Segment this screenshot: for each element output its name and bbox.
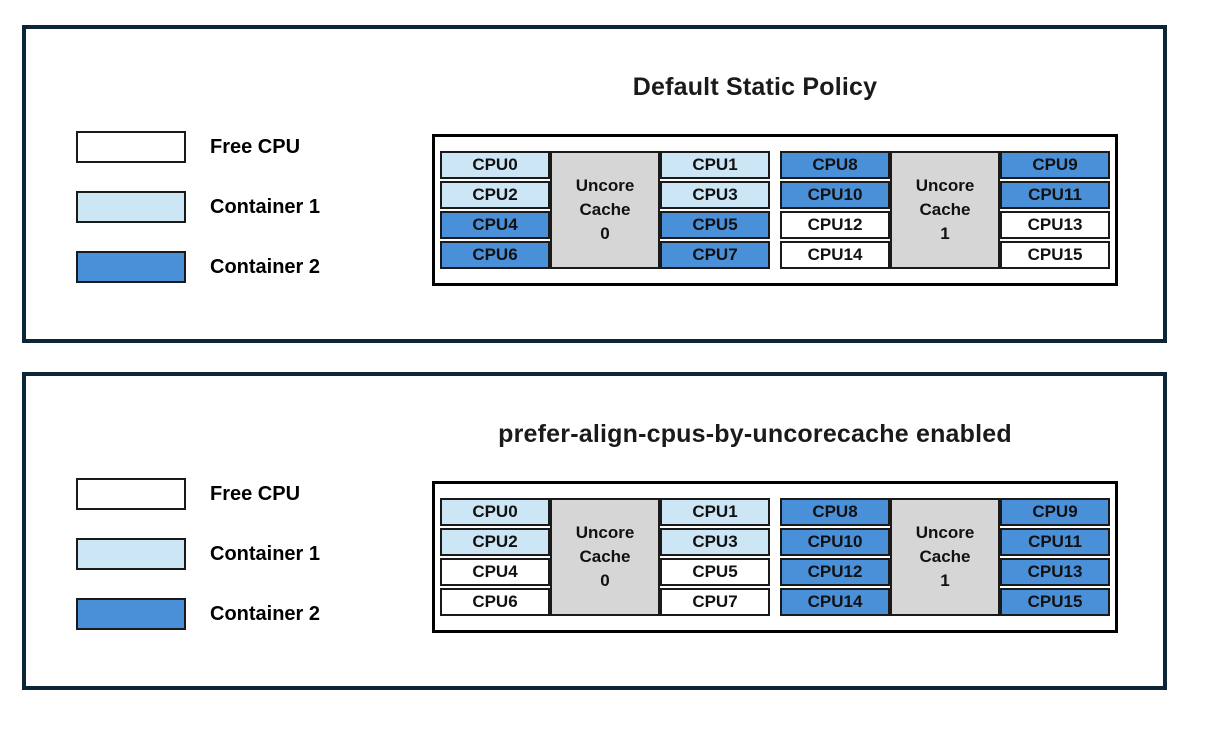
legend-item-free-cpu: Free CPU (76, 478, 320, 510)
legend-swatch-free-cpu (76, 131, 186, 163)
legend-label-container-1: Container 1 (210, 542, 321, 565)
uncore-cache-1-box: Uncore Cache 1 (890, 151, 1000, 269)
uncore-cache-1-box: Uncore Cache 1 (890, 498, 1000, 616)
cache-label-line: 1 (940, 571, 950, 590)
cpu-cell-cpu1: CPU1 (660, 498, 770, 526)
cache-label-line: Uncore (575, 176, 635, 195)
legend-label-free-cpu: Free CPU (210, 482, 301, 505)
cpu-cell-cpu15: CPU15 (1000, 588, 1110, 616)
cpu-cell-cpu9: CPU9 (1000, 498, 1110, 526)
cpu-cell-cpu14: CPU14 (780, 588, 890, 616)
cache-label-line: 0 (600, 224, 610, 243)
panel-default-static-policy: Default Static Policy Free CPU Container… (22, 25, 1167, 343)
cpu-column-right: CPU9 CPU11 CPU13 CPU15 (1000, 498, 1110, 616)
cache-label-line: 0 (600, 571, 610, 590)
cpu-cell-cpu8: CPU8 (780, 151, 890, 179)
legend-item-free-cpu: Free CPU (76, 131, 320, 163)
legend-item-container-1: Container 1 (76, 538, 320, 570)
cpu-column-right: CPU1 CPU3 CPU5 CPU7 (660, 498, 770, 616)
cpu-cell-cpu10: CPU10 (780, 181, 890, 209)
legend-label-free-cpu: Free CPU (210, 135, 301, 158)
cpu-cell-cpu2: CPU2 (440, 528, 550, 556)
panel-prefer-align-cpus-by-uncorecache: prefer-align-cpus-by-uncorecache enabled… (22, 372, 1167, 690)
cpu-cell-cpu13: CPU13 (1000, 558, 1110, 586)
cpu-cell-cpu12: CPU12 (780, 211, 890, 239)
cpu-topology-diagram: CPU0 CPU2 CPU4 CPU6 Uncore Cache 0 CPU1 … (432, 481, 1118, 633)
cpu-cell-cpu13: CPU13 (1000, 211, 1110, 239)
cpu-cell-cpu4: CPU4 (440, 211, 550, 239)
cpu-cell-cpu5: CPU5 (660, 211, 770, 239)
cpu-cell-cpu4: CPU4 (440, 558, 550, 586)
cache-label-line: Cache (579, 547, 631, 566)
cache-label-line: Cache (919, 547, 971, 566)
cache-label-line: 1 (940, 224, 950, 243)
legend-swatch-free-cpu (76, 478, 186, 510)
legend-swatch-container-1 (76, 191, 186, 223)
cpu-cell-cpu6: CPU6 (440, 241, 550, 269)
cpu-column-left: CPU0 CPU2 CPU4 CPU6 (440, 151, 550, 269)
uncore-cache-0-box: Uncore Cache 0 (550, 151, 660, 269)
cpu-cell-cpu11: CPU11 (1000, 181, 1110, 209)
cpu-column-left: CPU8 CPU10 CPU12 CPU14 (780, 498, 890, 616)
legend-swatch-container-2 (76, 598, 186, 630)
uncore-cache-0-group: CPU0 CPU2 CPU4 CPU6 Uncore Cache 0 CPU1 … (440, 151, 770, 269)
cpu-cell-cpu5: CPU5 (660, 558, 770, 586)
legend: Free CPU Container 1 Container 2 (76, 478, 320, 658)
cache-label-line: Uncore (575, 523, 635, 542)
cpu-cell-cpu11: CPU11 (1000, 528, 1110, 556)
cpu-cell-cpu2: CPU2 (440, 181, 550, 209)
cpu-cell-cpu3: CPU3 (660, 181, 770, 209)
cache-label-line: Uncore (915, 523, 975, 542)
cpu-cell-cpu6: CPU6 (440, 588, 550, 616)
cpu-column-right: CPU1 CPU3 CPU5 CPU7 (660, 151, 770, 269)
cache-label-line: Uncore (915, 176, 975, 195)
legend-swatch-container-2 (76, 251, 186, 283)
cpu-cell-cpu14: CPU14 (780, 241, 890, 269)
cpu-cell-cpu3: CPU3 (660, 528, 770, 556)
cpu-topology-diagram: CPU0 CPU2 CPU4 CPU6 Uncore Cache 0 CPU1 … (432, 134, 1118, 286)
legend-label-container-2: Container 2 (210, 602, 321, 625)
uncore-cache-0-box: Uncore Cache 0 (550, 498, 660, 616)
uncore-cache-0-group: CPU0 CPU2 CPU4 CPU6 Uncore Cache 0 CPU1 … (440, 498, 770, 616)
legend-item-container-2: Container 2 (76, 251, 320, 283)
panel-title: Default Static Policy (632, 73, 878, 101)
cpu-cell-cpu9: CPU9 (1000, 151, 1110, 179)
legend-item-container-2: Container 2 (76, 598, 320, 630)
legend-label-container-1: Container 1 (210, 195, 321, 218)
cache-label-line: Cache (919, 200, 971, 219)
cpu-cell-cpu15: CPU15 (1000, 241, 1110, 269)
cpu-cell-cpu7: CPU7 (660, 588, 770, 616)
legend-item-container-1: Container 1 (76, 191, 320, 223)
cpu-cell-cpu0: CPU0 (440, 498, 550, 526)
panel-title: prefer-align-cpus-by-uncorecache enabled (498, 420, 1012, 448)
cpu-cell-cpu1: CPU1 (660, 151, 770, 179)
legend: Free CPU Container 1 Container 2 (76, 131, 320, 311)
cpu-column-left: CPU0 CPU2 CPU4 CPU6 (440, 498, 550, 616)
cpu-cell-cpu0: CPU0 (440, 151, 550, 179)
cache-label-line: Cache (579, 200, 631, 219)
cpu-cell-cpu7: CPU7 (660, 241, 770, 269)
legend-label-container-2: Container 2 (210, 255, 321, 278)
cpu-cell-cpu12: CPU12 (780, 558, 890, 586)
uncore-cache-1-group: CPU8 CPU10 CPU12 CPU14 Uncore Cache 1 CP… (780, 151, 1110, 269)
cpu-column-right: CPU9 CPU11 CPU13 CPU15 (1000, 151, 1110, 269)
cpu-cell-cpu8: CPU8 (780, 498, 890, 526)
legend-swatch-container-1 (76, 538, 186, 570)
uncore-cache-1-group: CPU8 CPU10 CPU12 CPU14 Uncore Cache 1 CP… (780, 498, 1110, 616)
cpu-cell-cpu10: CPU10 (780, 528, 890, 556)
cpu-column-left: CPU8 CPU10 CPU12 CPU14 (780, 151, 890, 269)
